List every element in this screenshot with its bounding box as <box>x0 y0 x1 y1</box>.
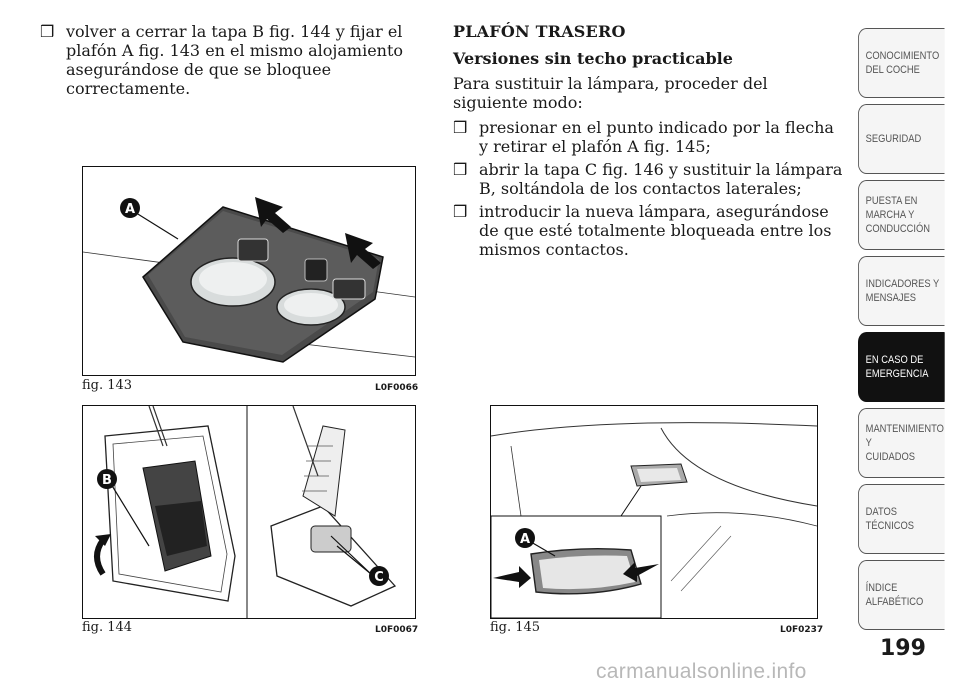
figure-code: L0F0066 <box>375 383 419 393</box>
checkbox-bullet-icon: ❒ <box>40 22 55 41</box>
bullet-text: introducir la nueva lámpara, asegurándos… <box>479 202 832 259</box>
bullet-text: abrir la tapa C fig. 146 y sustituir la … <box>479 160 843 198</box>
bullet-item: ❒ volver a cerrar la tapa B fig. 144 y f… <box>40 22 435 98</box>
intro-paragraph: Para sustituir la lámpara, proceder del … <box>453 74 768 112</box>
figure-caption: fig. 145 <box>490 620 541 635</box>
figure-caption: fig. 143 <box>82 378 133 393</box>
figure-code: L0F0067 <box>375 625 419 635</box>
bullet-text: presionar en el punto indicado por la fl… <box>479 118 834 156</box>
figure-label-b: B <box>102 473 112 488</box>
left-column-text: ❒ volver a cerrar la tapa B fig. 144 y f… <box>40 22 435 102</box>
checkbox-bullet-icon: ❒ <box>453 202 468 221</box>
figure-label-a: A <box>125 202 135 217</box>
figure-label-c: C <box>374 570 384 585</box>
figure-143: A <box>82 166 416 376</box>
watermark: carmanualsonline.info <box>596 660 807 683</box>
figure-code: L0F0237 <box>780 625 824 635</box>
lamp-cover-illustration: B C <box>94 406 397 618</box>
rear-dome-light-illustration: A <box>491 422 817 618</box>
figure-caption: fig. 144 <box>82 620 133 635</box>
dome-light-illustration: A <box>83 197 415 363</box>
right-column-text: PLAFÓN TRASERO Versiones sin techo pract… <box>453 22 843 263</box>
figure-145: A <box>490 405 818 619</box>
page-number: 199 <box>880 636 926 661</box>
bullet-item: ❒ presionar en el punto indicado por la … <box>453 118 843 156</box>
tab-datos-tecnicos[interactable]: DATOS TÉCNICOS <box>858 484 945 554</box>
section-subheading: Versiones sin techo practicable <box>453 49 733 68</box>
tab-seguridad[interactable]: SEGURIDAD <box>858 104 945 174</box>
checkbox-bullet-icon: ❒ <box>453 160 468 179</box>
section-heading: PLAFÓN TRASERO <box>453 22 626 41</box>
figure-label-a: A <box>520 532 530 547</box>
checkbox-bullet-icon: ❒ <box>453 118 468 137</box>
bullet-item: ❒ introducir la nueva lámpara, aseguránd… <box>453 202 843 259</box>
bullet-text: volver a cerrar la tapa B fig. 144 y fij… <box>66 22 404 98</box>
bullet-item: ❒ abrir la tapa C fig. 146 y sustituir l… <box>453 160 843 198</box>
figure-144: B C <box>82 405 416 619</box>
